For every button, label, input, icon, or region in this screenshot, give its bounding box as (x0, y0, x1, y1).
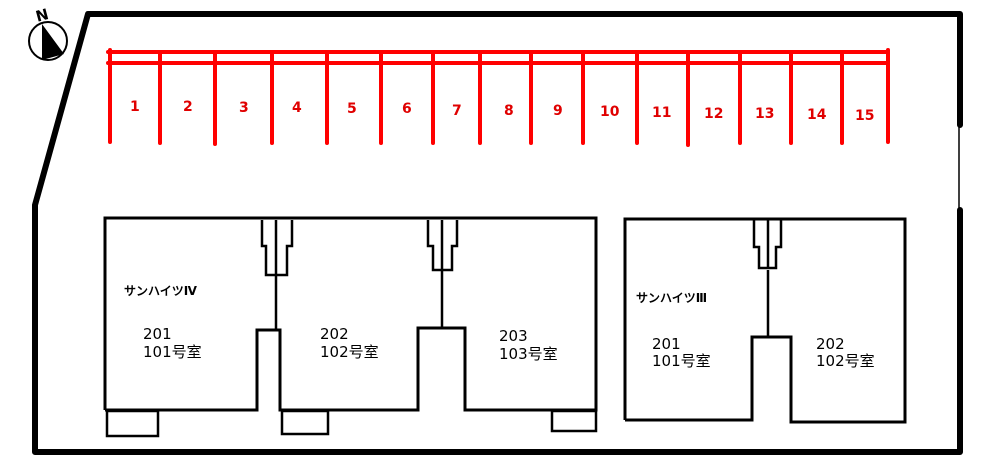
parking-slot-11: 11 (652, 105, 671, 121)
north-arrow-icon: N (28, 5, 68, 61)
parking-lot: 1 2 3 4 5 6 7 8 9 10 11 12 13 14 15 (106, 48, 890, 147)
unit-203-label: 203 (499, 327, 528, 345)
parking-slot-5: 5 (347, 101, 357, 117)
unit-201-label: 201 (143, 325, 172, 343)
parking-slot-3: 3 (239, 100, 249, 116)
parking-slot-10: 10 (600, 104, 620, 120)
parking-slot-15: 15 (855, 108, 874, 124)
unit-201-label: 201 (652, 335, 681, 353)
unit-101-label: 101号室 (143, 343, 202, 361)
building-name: サンハイツⅢ (636, 291, 707, 305)
site-boundary (32, 11, 963, 455)
parking-slot-1: 1 (130, 99, 140, 115)
unit-103-label: 103号室 (499, 345, 558, 363)
building-sunheights-4: サンハイツⅣ 201 101号室 202 102号室 203 103号室 (103, 216, 598, 438)
parking-slot-8: 8 (504, 103, 514, 119)
parking-slot-6: 6 (402, 101, 412, 117)
building-sunheights-3: サンハイツⅢ 201 101号室 202 102号室 (623, 217, 907, 424)
parking-slot-13: 13 (755, 106, 774, 122)
north-label: N (34, 5, 51, 26)
unit-101-label: 101号室 (652, 352, 711, 370)
unit-102-label: 102号室 (816, 352, 875, 370)
parking-slot-4: 4 (292, 100, 302, 116)
parking-slot-2: 2 (183, 99, 193, 115)
parking-slot-12: 12 (704, 106, 723, 122)
parking-slot-7: 7 (452, 103, 462, 119)
building-name: サンハイツⅣ (124, 284, 198, 298)
unit-202-label: 202 (816, 335, 845, 353)
parking-slot-14: 14 (807, 107, 827, 123)
unit-102-label: 102号室 (320, 343, 379, 361)
parking-slot-9: 9 (553, 103, 563, 119)
unit-202-label: 202 (320, 325, 349, 343)
